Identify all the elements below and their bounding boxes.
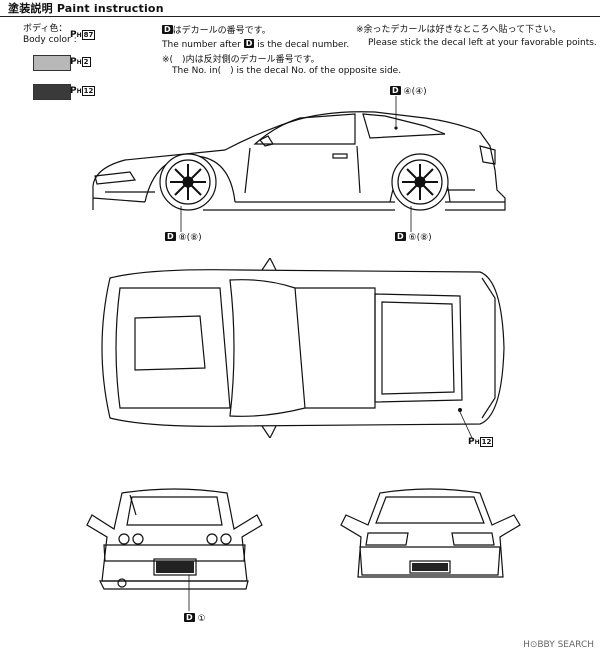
- leader-rear-plate: [188, 575, 190, 611]
- callout-rear-plate: D ①: [184, 613, 206, 624]
- leader-top-paint: [459, 411, 473, 439]
- title-ja: 塗装説明: [8, 2, 53, 15]
- body-color-label-en: Body color :: [23, 35, 77, 45]
- body-color-label-ja: ボディ色：: [23, 24, 68, 34]
- header-rule: [0, 16, 600, 17]
- car-front-view: [340, 488, 521, 578]
- leader-side-top: [394, 96, 398, 130]
- body-color-label: ボディ色： Body color :: [23, 24, 77, 46]
- leftover-decal-note: ※余ったデカールは好きなところへ貼って下さい。 Please stick the…: [356, 25, 597, 48]
- paint-swatch-light-gray: [33, 55, 71, 71]
- leader-front-wheel: [180, 206, 182, 232]
- paint-swatch-dark-gray: [33, 84, 71, 100]
- car-top-view: [101, 258, 505, 438]
- callout-side-top: D ④(④): [390, 86, 427, 97]
- watermark: H⊙BBY SEARCH: [523, 640, 594, 650]
- opposite-side-note: ※( )内は反対側のデカール番号です。 The No. in( ) is the…: [162, 55, 402, 76]
- page-title: 塗装説明 Paint instruction: [8, 0, 164, 16]
- callout-front-wheel: D ⑧(⑧): [165, 232, 202, 243]
- car-rear-view: [86, 488, 263, 590]
- callout-rear-wheel: D ⑥(⑧): [395, 232, 432, 243]
- title-en: Paint instruction: [56, 2, 164, 15]
- car-side-view: [92, 111, 506, 211]
- leader-rear-wheel: [410, 206, 412, 232]
